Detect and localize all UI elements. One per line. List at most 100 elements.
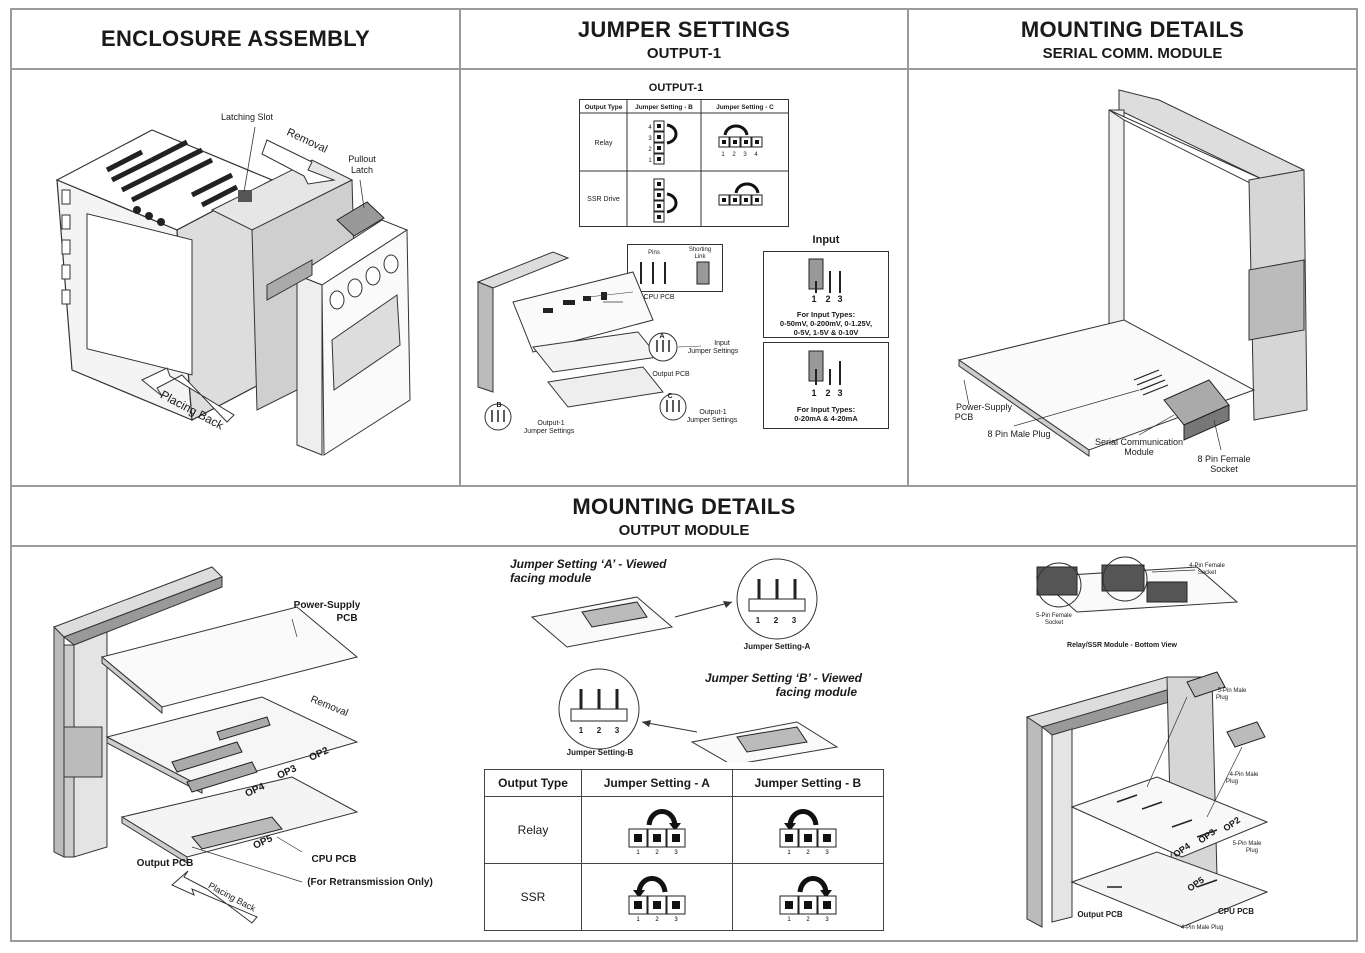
tbl-hdr-js-b: Jumper Setting - B — [731, 769, 885, 797]
input2-text-2: 0-20mA & 4-20mA — [794, 414, 858, 423]
relay-a-n2: 2 — [655, 850, 659, 855]
relay-a-n3: 3 — [674, 850, 678, 855]
js-a-drawing — [530, 558, 818, 648]
js-b-pin-3: 3 — [614, 726, 620, 735]
output1-table — [579, 99, 789, 227]
pin-num-c-3: 3 — [743, 152, 747, 158]
output-title: MOUNTING DETAILS — [572, 493, 796, 519]
input2-pin-1: 1 — [811, 388, 817, 398]
pins-legend — [627, 244, 723, 292]
female5-label-2: Socket — [1044, 620, 1064, 626]
male4-label-2: Plug — [1225, 779, 1238, 785]
pin-num-c-4: 4 — [754, 152, 758, 158]
input1-text-1: For Input Types: — [796, 310, 856, 319]
js-a-pin-3: 3 — [791, 616, 797, 625]
tbl-ssr-a: 1 2 3 — [581, 863, 733, 931]
output-header: MOUNTING DETAILS OUTPUT MODULE — [12, 487, 1356, 547]
ssr-b-n3: 3 — [825, 917, 829, 922]
js-b-caption: Jumper Setting-B — [566, 748, 634, 757]
pcb-exploded-drawing — [476, 251, 702, 431]
js-b-pin-2: 2 — [596, 726, 602, 735]
ssr-b-n1: 1 — [787, 917, 791, 922]
enclosure-panel: Latching Slot Removal Pullout Latch Plac… — [12, 70, 459, 485]
female4-label-2: Socket — [1197, 570, 1217, 576]
serial-socket-label: 8 Pin Female — [1197, 454, 1251, 464]
output-pcb-label: Output PCB — [652, 371, 690, 378]
cpu-pcb-label: CPU PCB — [643, 294, 675, 301]
output1-b-label-2: Jumper Settings — [523, 428, 575, 435]
output1-c-label: Output-1 — [699, 409, 727, 416]
divider-1 — [459, 8, 461, 486]
female4-label: 4-Pin Female — [1189, 563, 1225, 569]
input2-pin-2: 2 — [825, 388, 831, 398]
output-jumper-table: Output Type Jumper Setting - A Jumper Se… — [484, 769, 885, 931]
male5b-label: 5-Pin Male — [1232, 841, 1262, 847]
tbl-hdr-output-type: Output Type — [484, 769, 582, 797]
js-a-caption: Jumper Setting-A — [743, 642, 811, 651]
tbl-relay-b: 1 2 3 — [731, 796, 885, 864]
outer-frame — [10, 8, 1358, 942]
serial-plug-label: 8 Pin Male Plug — [987, 429, 1051, 439]
serial-subtitle: SERIAL COMM. MODULE — [1042, 44, 1223, 62]
out-retrans: (For Retransmission Only) — [307, 877, 433, 888]
serial-scm-label-2: Module — [1124, 447, 1154, 457]
letter-b: B — [496, 402, 502, 409]
jumper-ssr-a-icon: 1 2 3 — [628, 875, 686, 923]
latch-label-2: Latch — [350, 165, 374, 175]
r-output-pcb: Output PCB — [1077, 910, 1123, 919]
enclosure-drawing — [55, 126, 411, 456]
pullout-label: Pullout — [348, 154, 376, 164]
ssr-b-n2: 2 — [806, 917, 810, 922]
js-b-pin-1: 1 — [578, 726, 584, 735]
input-boxes — [763, 251, 889, 429]
tbl-row-relay: Relay — [484, 796, 582, 864]
ssr-a-n2: 2 — [655, 917, 659, 922]
input2-text-1: For Input Types: — [796, 405, 856, 414]
letter-a: A — [659, 333, 665, 340]
output1-b-label: Output-1 — [537, 420, 565, 427]
hdr-jumper-c: Jumper Setting - C — [716, 104, 774, 111]
out-psu-label: Power-Supply — [293, 600, 361, 611]
ssr-a-n3: 3 — [674, 917, 678, 922]
input1-text-3: 0-5V, 1-5V & 0-10V — [793, 328, 859, 337]
jumper-relay-a-icon: 1 2 3 — [628, 808, 686, 856]
row-relay: Relay — [594, 140, 613, 147]
jumper-subtitle: OUTPUT-1 — [646, 44, 722, 62]
out-cpu-pcb: CPU PCB — [311, 854, 357, 865]
female5-label: 5-Pin Female — [1036, 613, 1072, 619]
shorting-link-label: Shorting — [688, 247, 712, 253]
tbl-row-ssr: SSR — [484, 863, 582, 931]
pin-num-b-2: 2 — [648, 147, 652, 153]
input-jumper-label-2: Jumper Settings — [687, 348, 739, 355]
output-subtitle: OUTPUT MODULE — [618, 521, 750, 539]
output-left-drawing — [53, 566, 359, 924]
relay-b-n3: 3 — [825, 850, 829, 855]
male5b-label-2: Plug — [1245, 848, 1258, 854]
pins-label: Pins — [648, 250, 660, 256]
enclosure-header: ENCLOSURE ASSEMBLY — [12, 10, 459, 70]
hdr-output-type: Output Type — [584, 104, 623, 111]
serial-drawing — [957, 89, 1308, 457]
input-title: Input — [812, 234, 840, 246]
male4b-label: 4-Pin Male Plug — [1180, 925, 1224, 931]
input2-pin-3: 3 — [837, 388, 843, 398]
js-b-drawing — [558, 668, 839, 762]
bottom-view-label: Relay/SSR Module - Bottom View — [1067, 642, 1177, 649]
out-output-pcb: Output PCB — [136, 858, 194, 869]
output-panel: Power-Supply PCB Removal OP2 OP3 OP4 OP5… — [12, 547, 1356, 940]
serial-socket-label-2: Socket — [1210, 464, 1238, 474]
jumper-ssr-b-icon: 1 2 3 — [779, 875, 837, 923]
jumper-title: JUMPER SETTINGS — [577, 16, 791, 42]
output1-table-title: OUTPUT-1 — [648, 82, 704, 94]
serial-header: MOUNTING DETAILS SERIAL COMM. MODULE — [909, 10, 1356, 70]
tbl-relay-a: 1 2 3 — [581, 796, 733, 864]
relay-b-n2: 2 — [806, 850, 810, 855]
pin-num-b-4: 4 — [648, 125, 652, 131]
out-psu-label-2: PCB — [336, 613, 358, 624]
js-b-title: Jumper Setting ‘B’ - Viewed — [704, 671, 862, 685]
ssr-a-n1: 1 — [636, 917, 640, 922]
js-a-pin-1: 1 — [755, 616, 761, 625]
serial-psu-label-2: PCB — [954, 412, 974, 422]
serial-panel: Power-Supply PCB 8 Pin Male Plug Serial … — [909, 70, 1356, 485]
js-a-pin-2: 2 — [773, 616, 779, 625]
